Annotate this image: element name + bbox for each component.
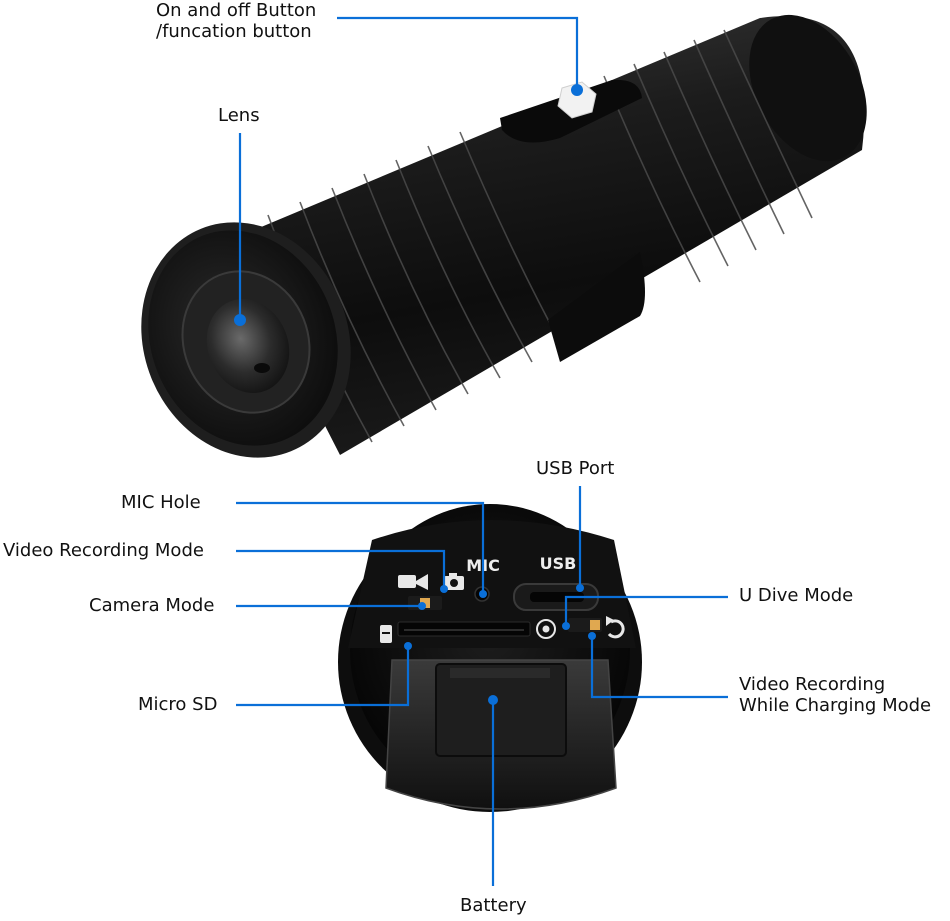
power-button-illustration bbox=[557, 81, 597, 119]
camera-body-illustration bbox=[141, 14, 867, 458]
usb-marking: USB bbox=[540, 554, 577, 573]
callout-charging bbox=[590, 636, 728, 699]
callout-mic bbox=[236, 501, 485, 594]
label-mic-hole: MIC Hole bbox=[121, 492, 201, 513]
video-camera-icon bbox=[398, 574, 428, 590]
loop-recording-icon bbox=[606, 616, 625, 639]
callout-dots bbox=[234, 84, 596, 705]
label-camera-mode: Camera Mode bbox=[89, 595, 215, 616]
dive-mode-icon bbox=[536, 619, 556, 639]
label-power-button: On and off Button /funcation button bbox=[156, 0, 317, 42]
label-video-recording-mode: Video Recording Mode bbox=[3, 540, 204, 561]
label-lens: Lens bbox=[218, 105, 260, 126]
label-battery: Battery bbox=[460, 895, 527, 916]
label-usb-port: USB Port bbox=[536, 458, 615, 479]
label-video-while-charging: Video Recording While Charging Mode bbox=[739, 674, 932, 716]
callout-u-dive bbox=[564, 595, 728, 626]
callout-video-mode bbox=[236, 549, 446, 589]
label-u-dive-mode: U Dive Mode bbox=[739, 585, 854, 606]
photo-camera-icon bbox=[444, 573, 464, 590]
callout-power bbox=[337, 16, 579, 90]
label-micro-sd: Micro SD bbox=[138, 694, 218, 715]
sd-card-icon bbox=[380, 625, 392, 643]
callout-lines bbox=[236, 16, 728, 886]
callout-micro-sd bbox=[236, 646, 410, 707]
